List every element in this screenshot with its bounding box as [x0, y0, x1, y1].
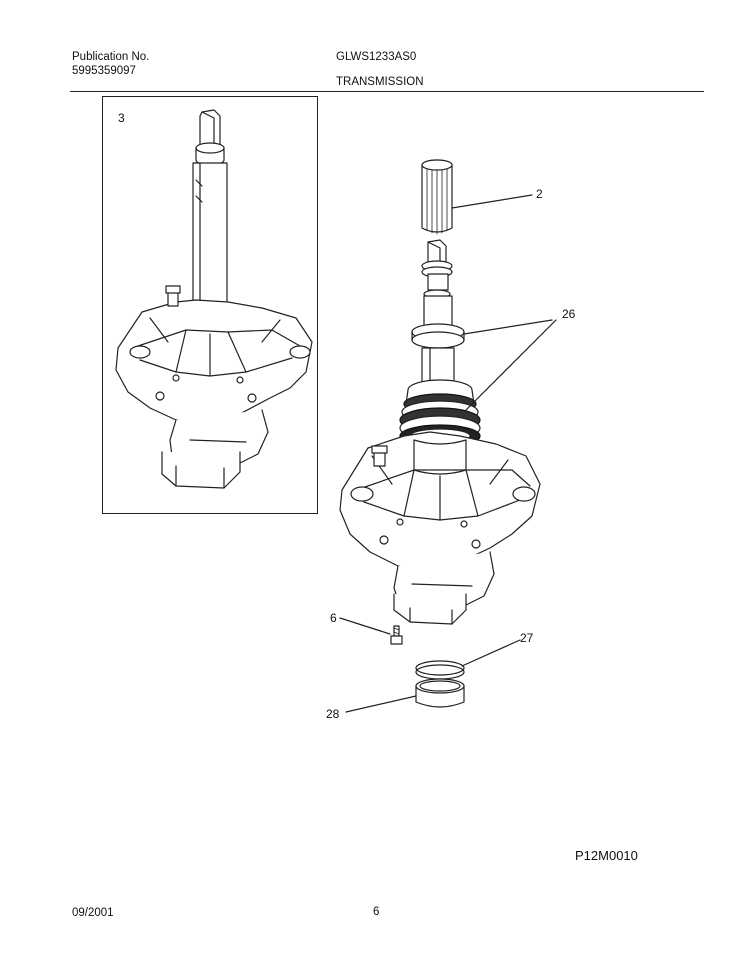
transmission-assembly-inset	[115, 109, 313, 489]
callout-6: 6	[330, 611, 337, 625]
section-title: TRANSMISSION	[336, 76, 424, 88]
callout-28: 28	[326, 707, 340, 721]
ring-part-27	[415, 660, 465, 680]
leader-line-2	[451, 194, 533, 209]
header-rule	[70, 91, 704, 92]
drawing-id: P12M0010	[575, 848, 638, 863]
transmission-housing	[339, 431, 541, 625]
model-number: GLWS1233AS0	[336, 51, 417, 63]
footer-date: 09/2001	[72, 907, 114, 919]
spline-coupling-part-2	[421, 159, 453, 235]
callout-26: 26	[562, 307, 576, 321]
publication-number: 5995359097	[72, 65, 136, 77]
bushing-part-28	[415, 678, 465, 708]
callout-27: 27	[520, 631, 534, 645]
callout-2: 2	[536, 187, 543, 201]
publication-label: Publication No.	[72, 51, 150, 63]
leader-line-28	[345, 695, 417, 713]
bolt-part-6	[390, 625, 403, 645]
leader-line-26a	[463, 319, 553, 335]
page-number: 6	[373, 906, 380, 918]
leader-line-26b	[465, 319, 557, 411]
shaft-exploded	[399, 239, 481, 448]
callout-3: 3	[118, 111, 125, 125]
leader-line-27	[461, 639, 521, 667]
leader-line-6	[339, 617, 391, 635]
inset-frame	[102, 96, 318, 514]
